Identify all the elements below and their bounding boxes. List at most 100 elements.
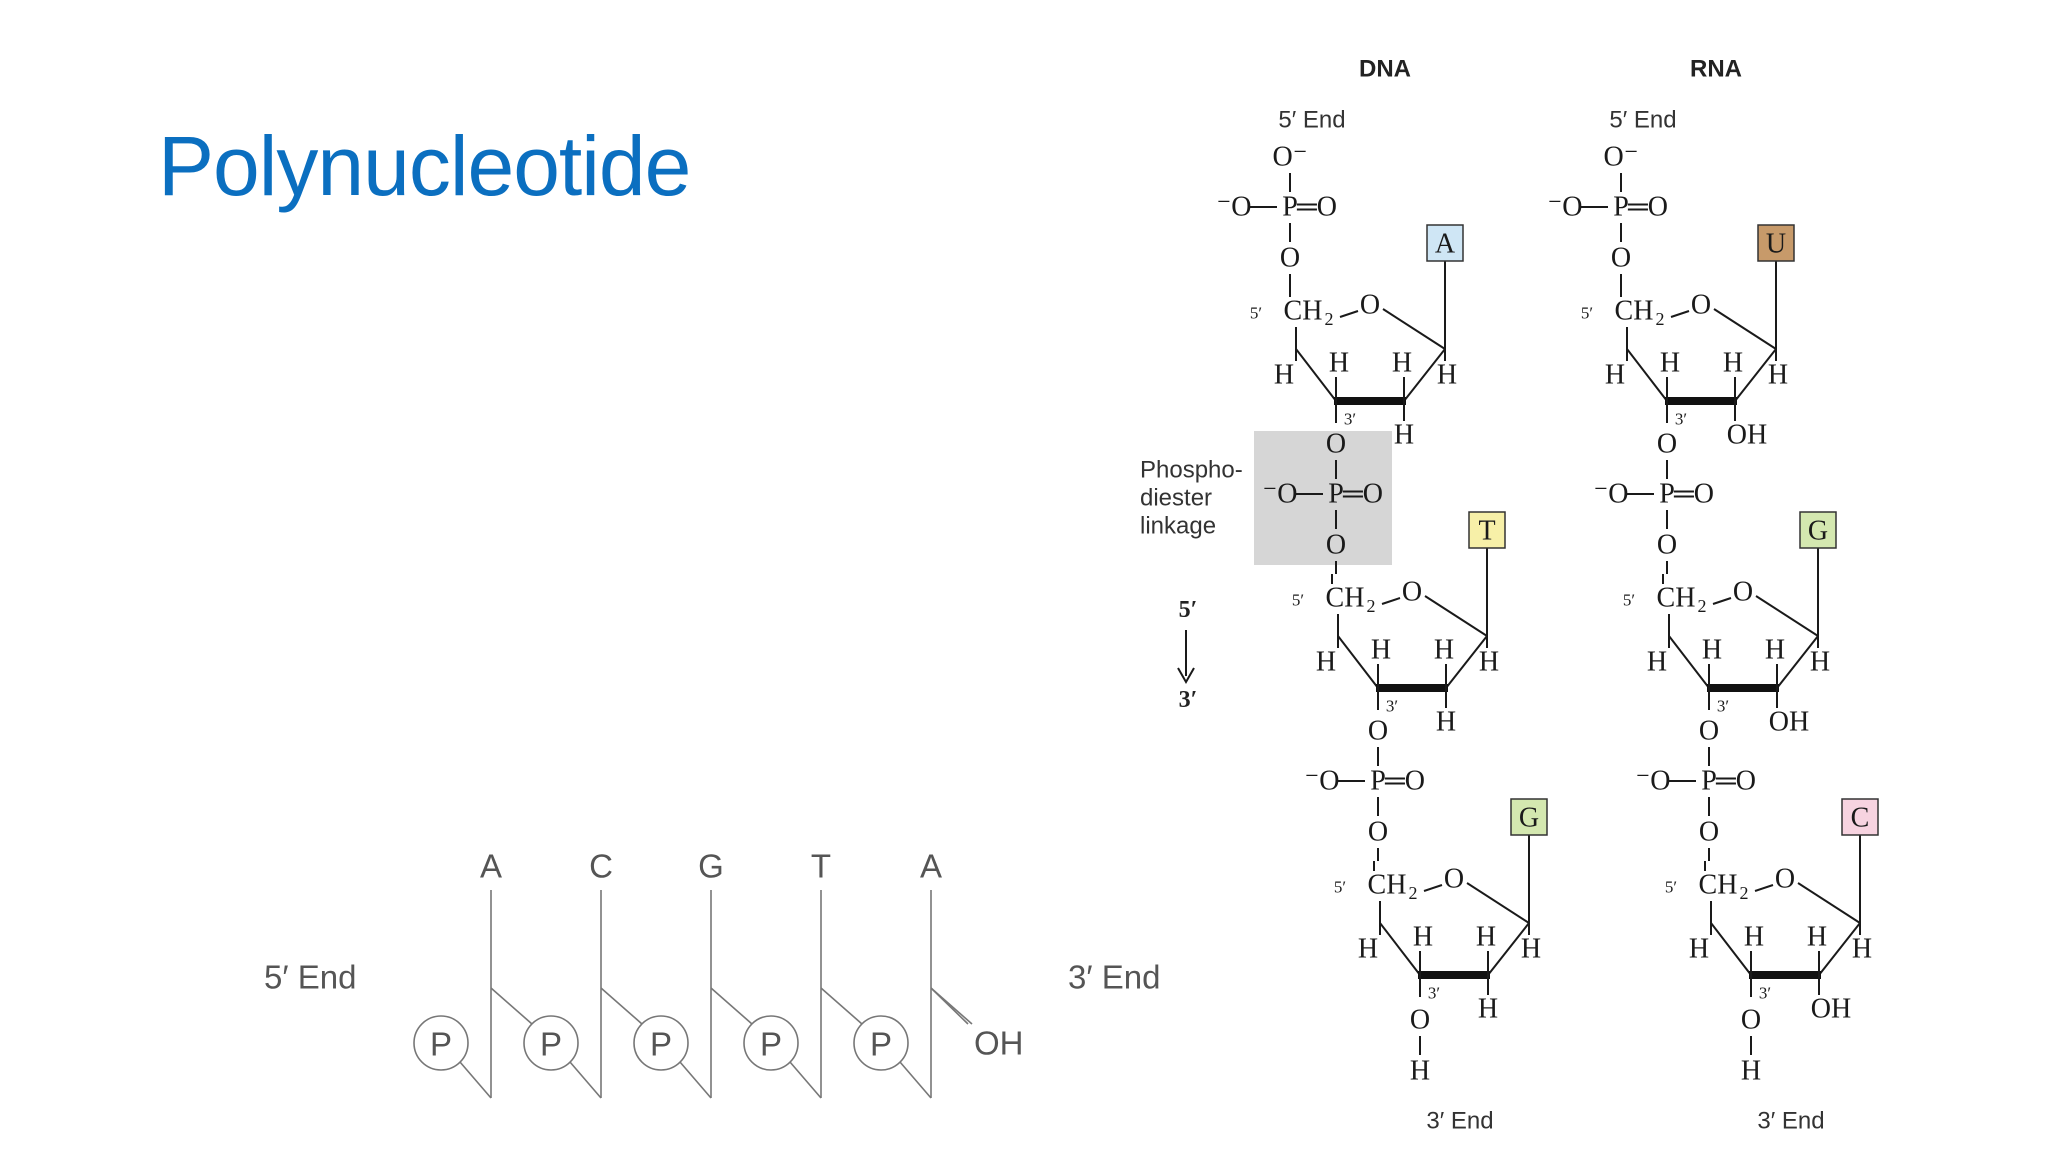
hydrogen: H xyxy=(1371,635,1391,666)
terminal-link xyxy=(930,987,969,1025)
linkage-label: diester xyxy=(1140,485,1212,512)
ester-oxygen: O xyxy=(1657,530,1677,561)
phosphate-label: P xyxy=(870,1026,892,1063)
bond xyxy=(1423,884,1443,892)
bond xyxy=(1755,595,1819,637)
hydroxyl-2: OH xyxy=(1769,707,1809,738)
prime-3-label: 3′ xyxy=(1386,697,1398,716)
ester-oxygen: O xyxy=(1611,243,1631,274)
subscript-2: 2 xyxy=(1367,596,1376,616)
hydrogen: H xyxy=(1358,934,1378,965)
phosphate-double-o: ═O xyxy=(1384,766,1425,797)
hydrogen: H xyxy=(1647,647,1667,678)
bond xyxy=(1337,635,1379,689)
base-letter: U xyxy=(1766,229,1786,260)
terminal-oxygen: O xyxy=(1741,1005,1761,1036)
prime-5-label: 5′ xyxy=(1665,878,1677,897)
subscript-2: 2 xyxy=(1740,883,1749,903)
phosphorus: P xyxy=(1701,766,1717,797)
hydrogen: H xyxy=(1434,635,1454,666)
strand-header: DNA xyxy=(1359,56,1411,83)
phosphate-link xyxy=(600,987,643,1025)
phosphate-link xyxy=(490,987,533,1025)
sugar-link xyxy=(899,1061,932,1099)
prime-5-label: 5′ xyxy=(1334,878,1346,897)
ch-group: CH xyxy=(1615,296,1654,327)
phosphate-double-o: ═O xyxy=(1296,192,1337,223)
base-letter: G xyxy=(698,848,724,885)
sugar-link xyxy=(459,1061,492,1099)
prime-3-label: 3′ xyxy=(1428,984,1440,1003)
bond xyxy=(1403,348,1446,402)
ch-group: CH xyxy=(1368,870,1407,901)
phosphate-circle xyxy=(633,1015,689,1071)
phosphorus: P xyxy=(1370,766,1386,797)
hydrogen: H xyxy=(1744,922,1764,953)
subscript-2: 2 xyxy=(1409,883,1418,903)
phosphorus: P xyxy=(1328,479,1344,510)
ester-oxygen: O xyxy=(1368,817,1388,848)
phosphate-double-o: ═O xyxy=(1673,479,1714,510)
base-letter: A xyxy=(920,848,942,885)
hydrogen: H xyxy=(1852,934,1872,965)
bond xyxy=(1668,635,1710,689)
hydrogen-2: H xyxy=(1394,420,1414,451)
phosphate-label: P xyxy=(430,1026,452,1063)
hydrogen: H xyxy=(1392,348,1412,379)
phosphate-o-minus: O⁻ xyxy=(1273,142,1308,173)
base-box xyxy=(1510,798,1548,836)
ester-oxygen: O xyxy=(1280,243,1300,274)
hydrogen: H xyxy=(1274,360,1294,391)
bond xyxy=(1670,310,1690,318)
ring-oxygen: O xyxy=(1733,577,1753,608)
phosphorus: P xyxy=(1613,192,1629,223)
direction-5: 5′ xyxy=(1179,597,1198,623)
right-3-end: 3′ End xyxy=(1068,959,1160,996)
hydrogen: H xyxy=(1521,934,1541,965)
phosphate-o-minus: O⁻ xyxy=(1604,142,1639,173)
ring-oxygen: O xyxy=(1691,290,1711,321)
bond xyxy=(1710,922,1752,976)
hydrogen: H xyxy=(1702,635,1722,666)
ch-group: CH xyxy=(1326,583,1365,614)
bond xyxy=(1754,884,1774,892)
left-5-end: 5′ End xyxy=(264,959,356,996)
bond xyxy=(1776,635,1819,689)
phosphorus: P xyxy=(1659,479,1675,510)
base-letter: G xyxy=(1808,516,1828,547)
base-box xyxy=(1841,798,1879,836)
terminal-oxygen: O xyxy=(1410,1005,1430,1036)
phosphate-circle xyxy=(853,1015,909,1071)
bond xyxy=(1424,595,1488,637)
bond xyxy=(1626,348,1668,402)
strand-3-end: 3′ End xyxy=(1757,1108,1824,1135)
phosphate-double-o: ═O xyxy=(1342,479,1383,510)
prime-5-label: 5′ xyxy=(1292,591,1304,610)
hydrogen: H xyxy=(1660,348,1680,379)
prime-3-label: 3′ xyxy=(1675,410,1687,429)
phosphate-link xyxy=(820,987,863,1025)
hydrogen: H xyxy=(1413,922,1433,953)
ester-oxygen: O xyxy=(1326,429,1346,460)
linkage-label: linkage xyxy=(1140,513,1216,540)
base-letter: T xyxy=(1478,516,1495,547)
phosphate-double-o: ═O xyxy=(1627,192,1668,223)
ester-oxygen: O xyxy=(1326,530,1346,561)
linkage-label: Phospho- xyxy=(1140,457,1243,484)
ring-oxygen: O xyxy=(1775,864,1795,895)
bond xyxy=(1382,308,1446,350)
hydrogen: H xyxy=(1605,360,1625,391)
prime-3-label: 3′ xyxy=(1344,410,1356,429)
prime-5-label: 5′ xyxy=(1581,304,1593,323)
terminal-oh: OH xyxy=(974,1025,1024,1062)
ch-group: CH xyxy=(1699,870,1738,901)
phosphate-circle xyxy=(413,1015,469,1071)
hydrogen: H xyxy=(1476,922,1496,953)
base-letter: C xyxy=(1851,803,1870,834)
strand-header: RNA xyxy=(1690,56,1742,83)
ring-oxygen: O xyxy=(1360,290,1380,321)
